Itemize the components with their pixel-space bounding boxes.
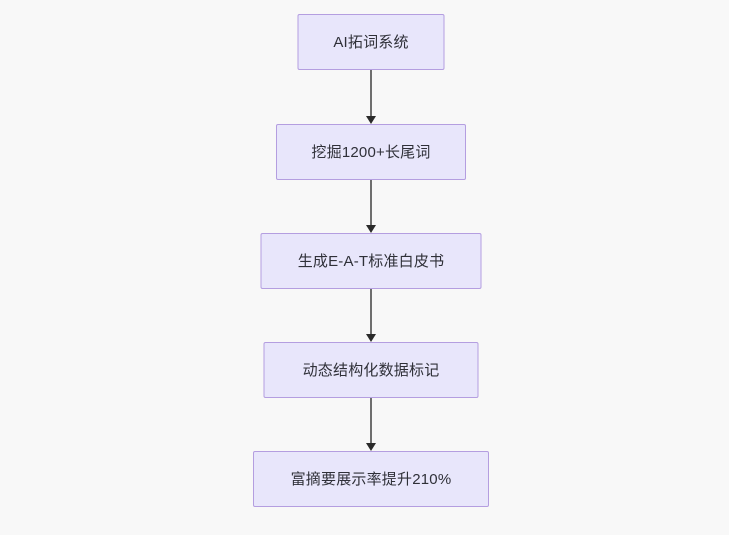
flow-node-ai-keyword-system[interactable]: AI拓词系统 (297, 14, 445, 70)
connector-line (370, 289, 372, 335)
flow-connector-1 (365, 70, 377, 124)
flow-node-mine-longtail-keywords[interactable]: 挖掘1200+长尾词 (276, 124, 466, 180)
flow-node-label: 动态结构化数据标记 (302, 361, 440, 379)
flow-node-label: 富摘要展示率提升210% (290, 470, 452, 488)
flow-node-label: 生成E-A-T标准白皮书 (297, 252, 445, 270)
flow-node-generate-eat-whitepaper[interactable]: 生成E-A-T标准白皮书 (260, 233, 482, 289)
arrowhead-down-icon (366, 225, 376, 233)
flow-connector-2 (365, 180, 377, 233)
connector-line (370, 180, 372, 226)
arrowhead-down-icon (366, 116, 376, 124)
flow-node-label: AI拓词系统 (333, 33, 409, 51)
flow-connector-4 (365, 398, 377, 451)
arrowhead-down-icon (366, 334, 376, 342)
flow-node-rich-snippet-impression-lift[interactable]: 富摘要展示率提升210% (253, 451, 489, 507)
flow-node-label: 挖掘1200+长尾词 (311, 143, 431, 161)
flow-connector-3 (365, 289, 377, 342)
connector-line (370, 398, 372, 444)
connector-line (370, 70, 372, 117)
arrowhead-down-icon (366, 443, 376, 451)
flow-node-dynamic-structured-data-markup[interactable]: 动态结构化数据标记 (263, 342, 479, 398)
